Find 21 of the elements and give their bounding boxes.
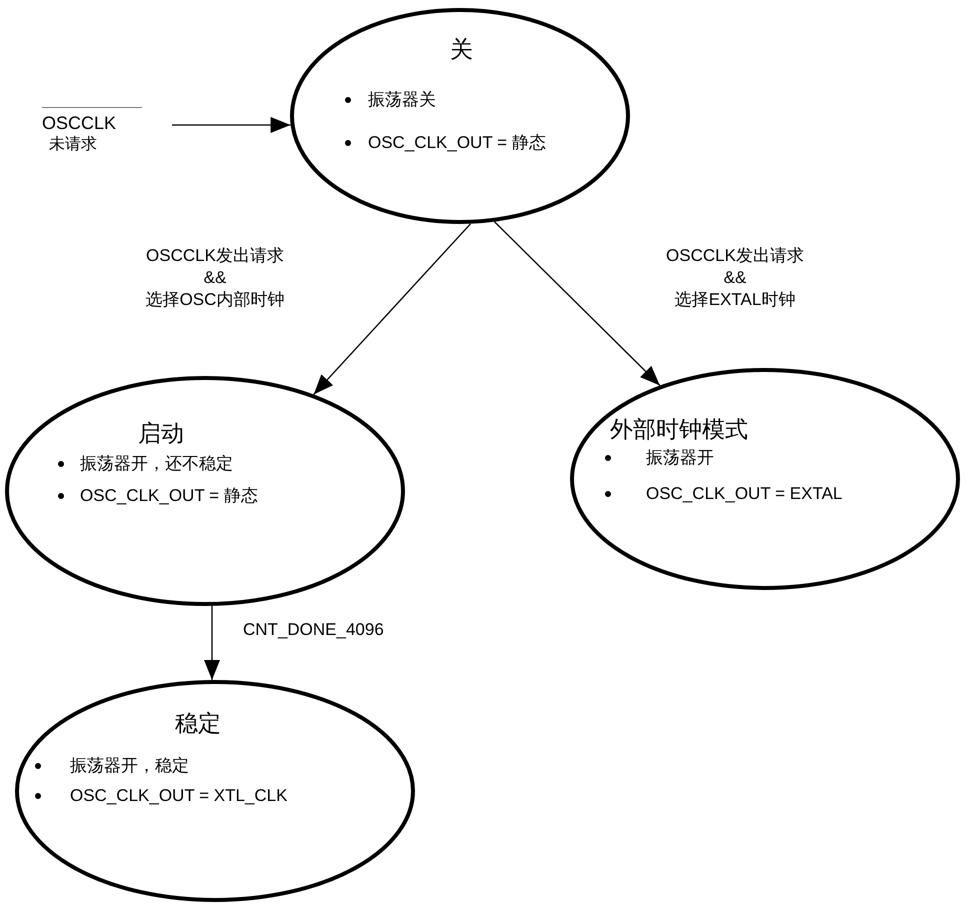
signal-name: OSCCLK xyxy=(42,107,142,134)
state-title: 外部时钟模式 xyxy=(610,416,748,442)
arrow xyxy=(494,221,660,386)
state-detail: 振荡器关 xyxy=(368,90,436,110)
arrow xyxy=(204,606,220,680)
state-detail: OSC_CLK_OUT = XTL_CLK xyxy=(70,786,288,806)
state-detail: OSC_CLK_OUT = 静态 xyxy=(80,486,258,506)
state-detail: 振荡器开 xyxy=(646,448,714,468)
state-detail: OSC_CLK_OUT = 静态 xyxy=(368,133,546,153)
edge-label: OSCCLK发出请求 && 选择OSC内部时钟 xyxy=(144,245,286,311)
signal-condition: 未请求 xyxy=(49,134,97,155)
edge-label: CNT_DONE_4096 xyxy=(243,619,384,641)
arrow xyxy=(313,223,472,395)
state-detail: 振荡器开，稳定 xyxy=(70,756,189,776)
state-title: 关 xyxy=(450,36,473,62)
state-detail: 振荡器开，还不稳定 xyxy=(80,454,233,474)
edge-label: OSCCLK发出请求 && 选择EXTAL时钟 xyxy=(665,245,805,311)
state-title: 启动 xyxy=(138,420,184,446)
state-title: 稳定 xyxy=(175,710,221,736)
state-detail: OSC_CLK_OUT = EXTAL xyxy=(646,484,842,504)
arrow xyxy=(172,116,291,133)
